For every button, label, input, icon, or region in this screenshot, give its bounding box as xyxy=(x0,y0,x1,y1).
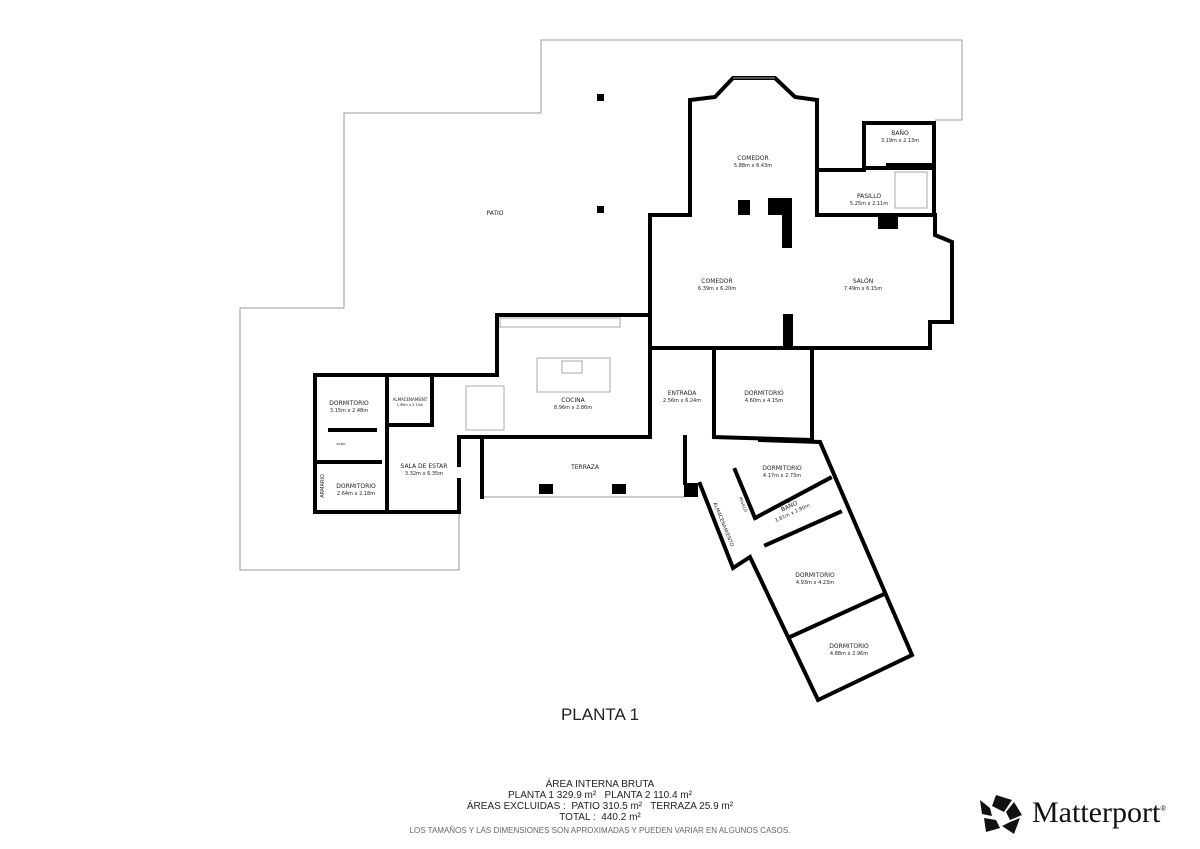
wall xyxy=(732,467,758,521)
disclaimer: LOS TAMAÑOS Y LAS DIMENSIONES SON APROXI… xyxy=(409,826,791,835)
column xyxy=(782,215,792,248)
room-label: COMEDOR xyxy=(701,278,732,285)
room-label: SALÓN xyxy=(853,278,873,285)
floor-title: PLANTA 1 xyxy=(560,705,640,724)
room-label: BAÑO xyxy=(891,130,909,137)
wall xyxy=(688,76,819,217)
room-label: DORMITORIO xyxy=(762,465,802,472)
logo-text: Matterport xyxy=(1032,796,1161,829)
room-dims: 4.60m x 4.15m xyxy=(745,398,783,404)
wall xyxy=(313,373,461,514)
area-total: TOTAL : 440.2 m² xyxy=(559,812,641,823)
patio-outline-left xyxy=(239,112,541,571)
room-dims: 4.93m x 4.23m xyxy=(796,580,834,586)
wall xyxy=(457,313,652,377)
room-label: PASILLO xyxy=(738,496,749,513)
area-line: ÁREAS EXCLUIDAS : PATIO 310.5 m² TERRAZA… xyxy=(466,801,734,812)
matterport-logo-icon xyxy=(980,795,1022,834)
wall xyxy=(697,437,915,703)
room-label: ARMARIO xyxy=(320,474,326,498)
room-dims: 3.15m x 2.48m xyxy=(330,408,368,414)
room-dims: 3.32m x 6.35m xyxy=(405,471,443,477)
room-label: DORMITORIO xyxy=(329,400,369,407)
fireplace xyxy=(878,215,898,229)
post xyxy=(597,94,604,101)
post xyxy=(612,484,626,494)
column xyxy=(783,314,793,348)
room-dims: 5.25m x 2.11m xyxy=(850,201,888,207)
wall xyxy=(385,373,434,427)
column xyxy=(738,200,750,215)
room-label: SALA DE ESTAR xyxy=(401,463,448,470)
wall xyxy=(648,213,954,350)
room-dims: 2.64m x 2.18m xyxy=(337,491,375,497)
room-label: ALMACENAMIENT xyxy=(393,397,428,402)
room-label: COMEDOR xyxy=(737,155,768,162)
room-dims: 4.17m x 2.73m xyxy=(763,473,801,479)
room-label: DORMITORIO xyxy=(336,483,376,490)
room-dims: 3.19m x 2.13m xyxy=(881,138,919,144)
room-label: DORMITORIO xyxy=(744,390,784,397)
room-dims: 2.56m x 6.24m xyxy=(663,398,701,404)
room-label: PATIO xyxy=(486,210,503,217)
post xyxy=(597,206,604,213)
room-label: DORMITORIO xyxy=(795,572,835,579)
area-heading: ÁREA INTERNA BRUTA xyxy=(545,779,655,790)
room-dims: 7.49m x 6.15m xyxy=(844,286,882,292)
room-label: ENTRADA xyxy=(668,390,697,397)
room-dims: 6.39m x 6.20m xyxy=(698,286,736,292)
wall xyxy=(763,509,843,548)
wall xyxy=(752,475,833,521)
room-dims: 5.88m x 6.43m xyxy=(734,163,772,169)
area-line: PLANTA 1 329.9 m² PLANTA 2 110.4 m² xyxy=(508,790,692,801)
logo-trademark: ® xyxy=(1160,804,1167,813)
area-summary: ÁREA INTERNA BRUTA PLANTA 1 329.9 m² PLA… xyxy=(300,779,900,836)
patio-outline xyxy=(540,39,963,121)
room-label: TERRAZA xyxy=(570,464,600,471)
room-label: COCINA xyxy=(561,397,585,404)
room-label: PASILLO xyxy=(857,193,881,200)
room-dims: 1.98m x 2.15m xyxy=(397,403,424,407)
wall xyxy=(886,163,934,170)
room-dims: 8.96m x 2.86m xyxy=(554,405,592,411)
room-dims: 4.88m x 2.96m xyxy=(830,651,868,657)
stairs xyxy=(894,171,928,209)
hot-tub xyxy=(465,385,505,431)
room-label: BAÑO xyxy=(337,441,346,446)
kitchen-island xyxy=(536,357,611,393)
matterport-logo: Matterport® xyxy=(1032,796,1166,830)
post xyxy=(539,484,553,494)
wall xyxy=(787,592,885,640)
room-label: DORMITORIO xyxy=(829,643,869,650)
post xyxy=(684,483,698,497)
fireplace xyxy=(768,198,792,215)
counter xyxy=(499,317,621,328)
cooktop-icon xyxy=(561,360,583,374)
